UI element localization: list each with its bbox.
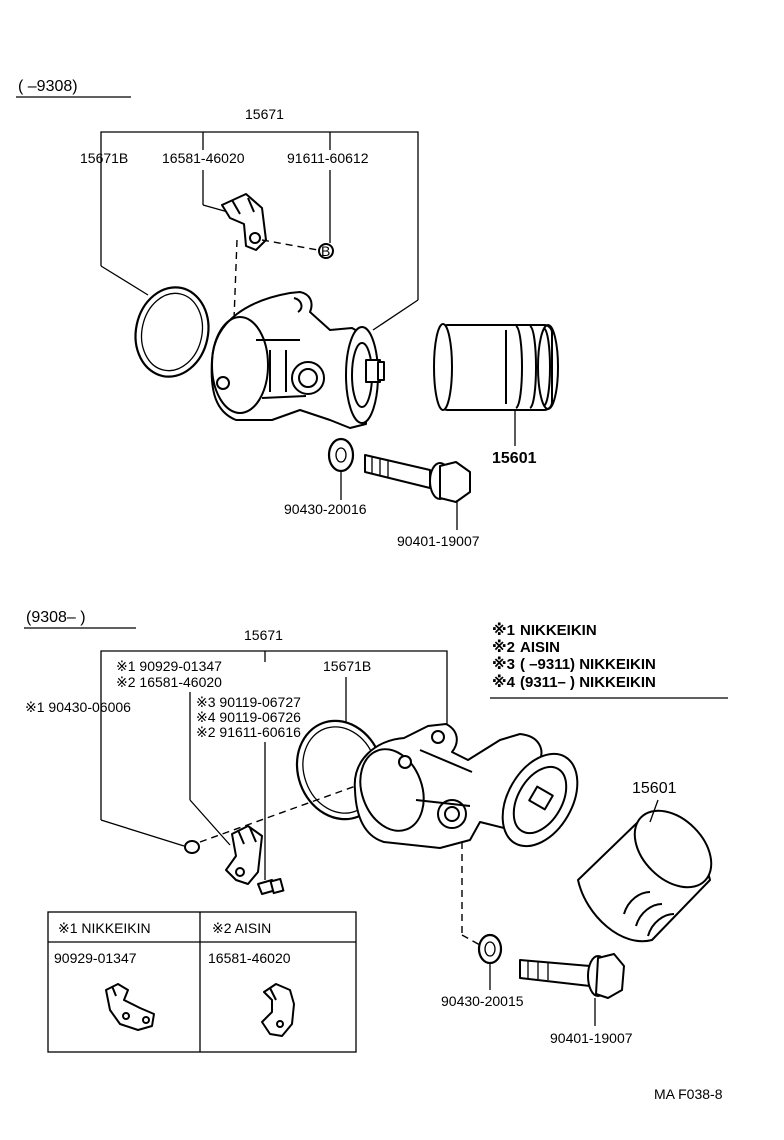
top-gasket-label: 15671B: [80, 150, 128, 166]
bottom-bracket-alt1-label: ※1 90929-01347: [116, 658, 222, 674]
bottom-washer-label: 90430-20015: [441, 993, 524, 1009]
bottom-cap-nut: [184, 840, 200, 854]
top-assembly-label: 15671: [245, 106, 284, 122]
legend: ※1 NIKKEIKIN ※2 AISIN ※3 ( –9311) NIKKEI…: [490, 621, 728, 699]
table-bracket-nikkeikin: [105, 983, 155, 1031]
bottom-oil-filter: [577, 799, 713, 943]
legend-text-3: ( –9311) NIKKEIKIN: [520, 656, 656, 673]
bottom-bolt-label: 90401-19007: [550, 1030, 633, 1046]
bottom-small-bolt: [257, 877, 285, 895]
top-oil-filter: [433, 323, 559, 446]
legend-mark-4: ※4: [492, 673, 516, 691]
top-dash-bracket-plug: [261, 239, 319, 251]
top-range-label: ( –9308): [18, 78, 78, 95]
bottom-bolt-alt3-label: ※3 90119-06727: [196, 694, 301, 710]
top-plug-part: B: [318, 243, 334, 259]
top-plug-marker: B: [321, 243, 330, 259]
legend-text-2: AISIN: [520, 639, 560, 656]
bottom-leader-filter: [649, 799, 659, 823]
bottom-bracket-part: [225, 825, 263, 885]
bottom-leader-bracket-2: [189, 799, 231, 846]
top-leader-bracket-2: [202, 204, 229, 213]
top-section: ( –9308) 15671 15671B 16581-46020 91611-…: [16, 78, 559, 549]
legend-text-4: (9311– ) NIKKEIKIN: [520, 674, 656, 691]
bottom-union-bolt: [519, 953, 625, 1026]
bottom-range-label: (9308– ): [26, 609, 86, 626]
top-union-bolt: [364, 454, 471, 530]
bottom-washer: [477, 933, 503, 990]
bottom-gasket-label: 15671B: [323, 658, 371, 674]
legend-mark-2: ※2: [492, 638, 515, 656]
bottom-bolt-alt4-label: ※4 90119-06726: [196, 709, 301, 725]
top-leader-assembly: [372, 299, 419, 331]
bottom-bolt-alt2-label: ※2 91611-60616: [196, 724, 301, 740]
bottom-leader-capnut: [100, 819, 185, 847]
top-filter-housing: [210, 291, 385, 429]
table-bracket-aisin: [261, 983, 295, 1037]
top-washer-label: 90430-20016: [284, 501, 367, 517]
legend-text-1: NIKKEIKIN: [520, 622, 597, 639]
legend-mark-1: ※1: [492, 621, 515, 639]
top-bracket-part: [221, 193, 267, 251]
top-bolt-label: 90401-19007: [397, 533, 480, 549]
top-washer: [327, 437, 355, 500]
table-border: [47, 911, 357, 1053]
bottom-capnut-label: ※1 90430-06006: [25, 699, 131, 715]
top-filter-label: 15601: [492, 450, 537, 467]
top-bracket-label: 16581-46020: [162, 150, 245, 166]
bottom-filter-housing: [353, 723, 579, 849]
top-gasket-ring: [134, 286, 210, 378]
table-col1-part: 90929-01347: [54, 950, 137, 966]
top-leader-gasket: [100, 265, 149, 296]
bottom-section: (9308– ) 15671 ※1 90929-01347 ※2 16581-4…: [24, 609, 713, 1046]
top-plug-label: 91611-60612: [287, 150, 369, 166]
bottom-assembly-label: 15671: [244, 627, 283, 643]
top-assembly-bracket: [100, 131, 419, 300]
bottom-filter-label: 15601: [632, 780, 677, 797]
bottom-bracket-alt2-label: ※2 16581-46020: [116, 674, 222, 690]
bottom-dash-washer: [461, 934, 481, 946]
legend-mark-3: ※3: [492, 655, 515, 673]
table-col2-header: ※2 AISIN: [212, 920, 271, 936]
footer-code: MA F038-8: [654, 1086, 723, 1102]
alt-bracket-table: ※1 NIKKEIKIN ※2 AISIN 90929-01347 16581-…: [47, 911, 357, 1053]
bottom-assembly-bracket: [100, 650, 448, 820]
table-col1-header: ※1 NIKKEIKIN: [58, 920, 151, 936]
table-col2-part: 16581-46020: [208, 950, 291, 966]
